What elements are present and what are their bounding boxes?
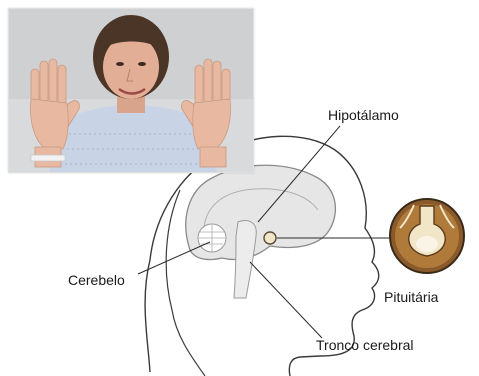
- patient-photo: [8, 8, 254, 173]
- pituitary-inset: [390, 199, 464, 273]
- pituitary-marker: [264, 232, 276, 244]
- brainstem: [234, 221, 256, 298]
- label-pituitaria: Pituitária: [384, 289, 438, 305]
- label-hipotalamo: Hipotálamo: [328, 107, 399, 123]
- cerebellum: [198, 224, 226, 252]
- patient-face: [103, 35, 159, 99]
- pointer-tronco: [250, 262, 322, 338]
- label-tronco-cerebral: Tronco cerebral: [316, 337, 414, 353]
- label-cerebelo: Cerebelo: [68, 272, 125, 288]
